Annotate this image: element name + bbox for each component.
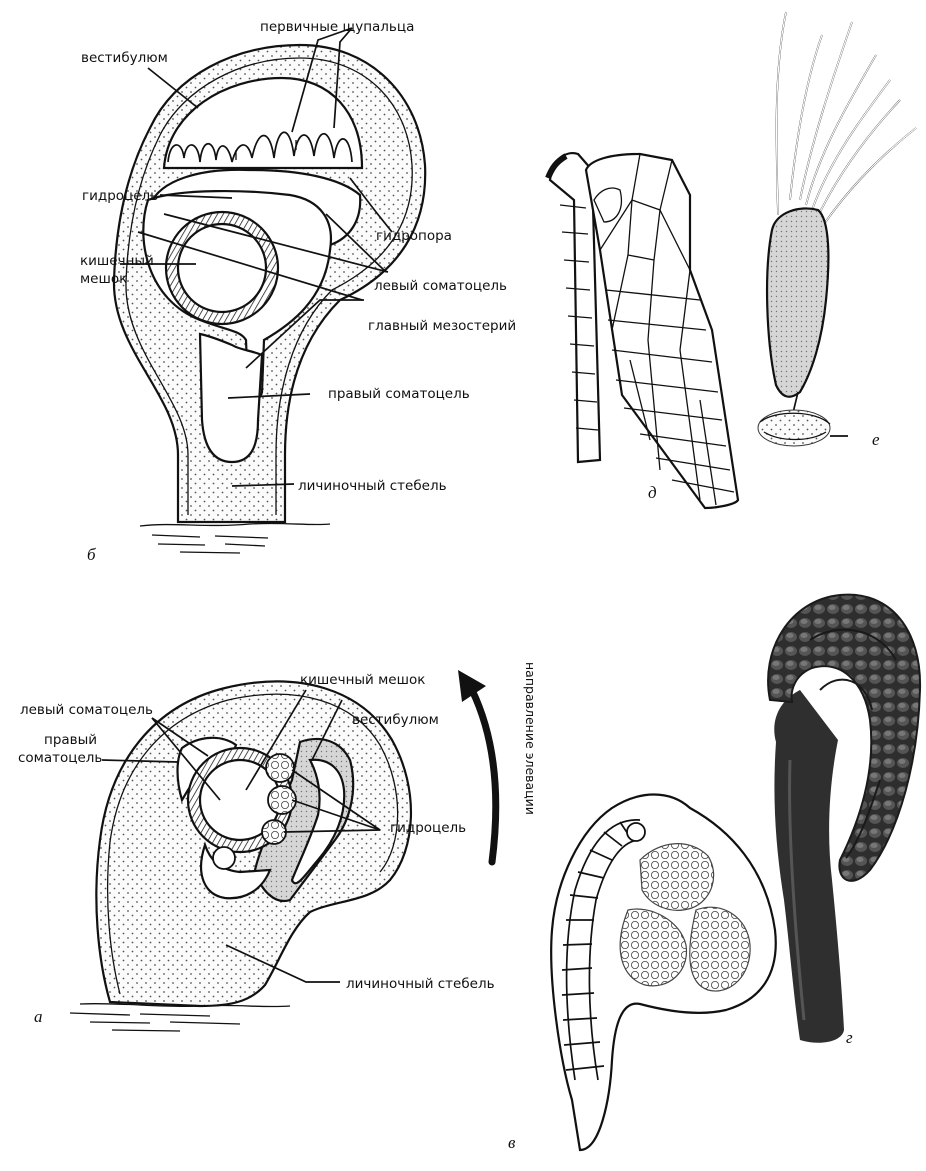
label-right-somatocoel-a: правый соматоцель <box>18 732 102 766</box>
panel-v-drawing: в <box>508 795 776 1153</box>
panel-e-drawing: е <box>758 12 916 449</box>
label-elevation-direction: направление элевации <box>523 662 538 815</box>
panel-letter-b: б <box>87 545 96 564</box>
panel-e-attachment <box>758 410 830 446</box>
label-hydrocoel-a: гидроцель <box>390 820 466 836</box>
label-left-somatocoel-a: левый соматоцель <box>20 702 153 718</box>
label-primary-tentacles: первичные щупальца <box>260 19 414 35</box>
label-larval-stalk-a: личиночный стебель <box>346 976 495 992</box>
panel-g-photo: г <box>768 595 920 1047</box>
label-hydrocoel-b: гидроцель <box>82 188 158 204</box>
label-gut-sac-b-line2: мешок <box>80 271 127 287</box>
panel-a-hydrocoel-3 <box>262 820 286 844</box>
panel-e-body <box>767 208 828 396</box>
label-vestibulum-a: вестибулюм <box>352 712 439 728</box>
label-vestibulum-b: вестибулюм <box>81 50 168 66</box>
panel-v-cluster-1 <box>640 844 714 911</box>
elevation-arrow: направление элевации <box>458 662 538 862</box>
panel-letter-e: е <box>872 430 880 449</box>
label-left-somatocoel-b: левый соматоцель <box>374 278 507 294</box>
panel-b-drawing <box>114 45 425 553</box>
label-right-somatocoel-a-line1: правый <box>44 732 97 748</box>
label-gut-sac-b-line1: кишечный <box>80 253 154 269</box>
label-main-mesentery: главный мезостерий <box>368 318 516 334</box>
label-right-somatocoel-a-line2: соматоцель <box>18 750 102 766</box>
panel-letter-v: в <box>508 1133 516 1152</box>
panel-d-drawing: д <box>548 153 738 508</box>
panel-a-hydrocoel-2 <box>268 786 296 814</box>
label-hydropore: гидропора <box>376 228 452 244</box>
label-larval-stalk-b: личиночный стебель <box>298 478 447 494</box>
panel-a-hydrocoel-1 <box>266 754 294 782</box>
label-right-somatocoel-b: правый соматоцель <box>328 386 470 402</box>
panel-g-stalk <box>774 690 844 1043</box>
panel-letter-g: г <box>846 1028 853 1047</box>
panel-letter-d: д <box>648 483 657 502</box>
panel-letter-a: а <box>34 1007 43 1026</box>
label-gut-sac-a: кишечный мешок <box>300 672 425 688</box>
